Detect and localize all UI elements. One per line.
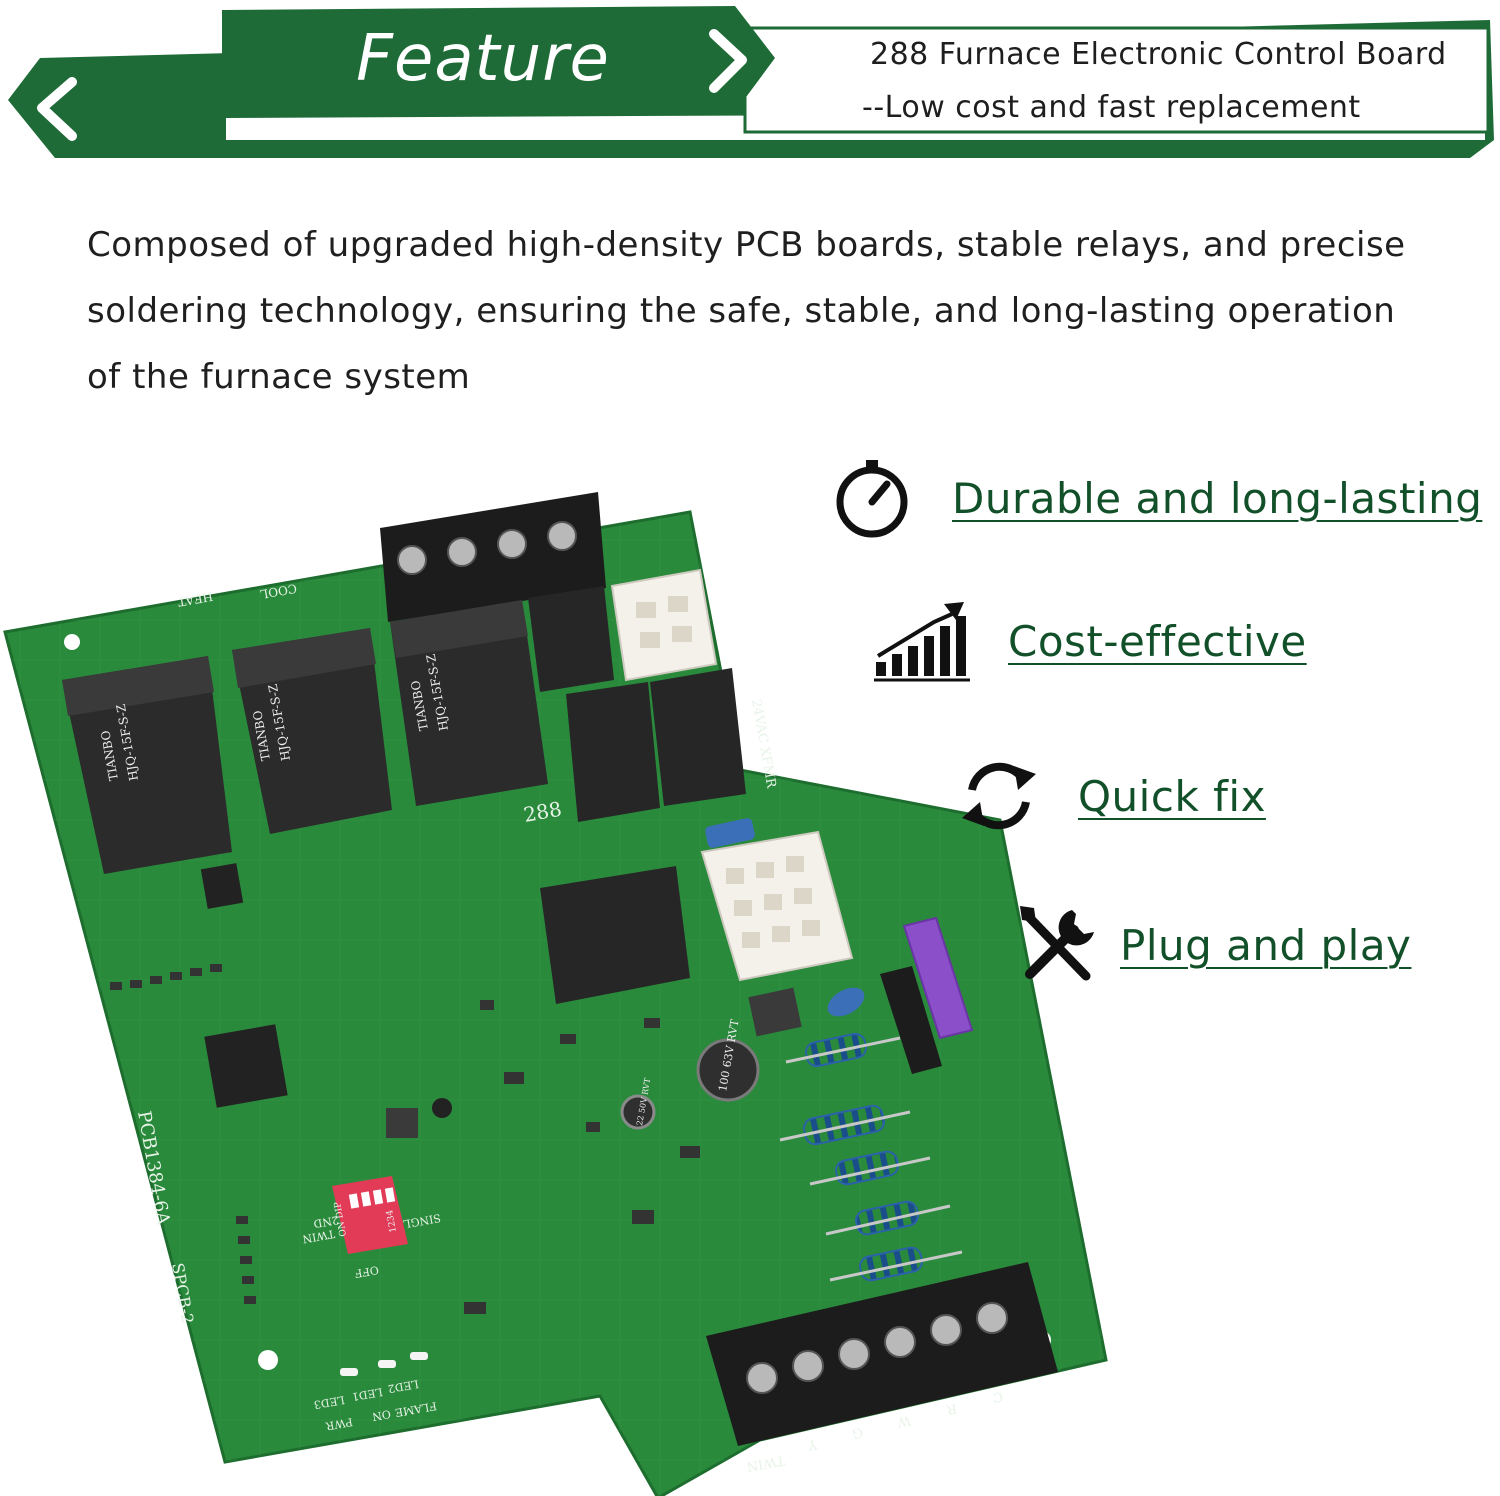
led-label: LED2 [387, 1377, 420, 1395]
feature-title: Feature [356, 22, 610, 96]
dip-switch [332, 1176, 408, 1254]
capacitor-large [696, 1038, 760, 1102]
banner-subtitle-product: 288 Furnace Electronic Control Board [870, 37, 1447, 72]
led-label: LED3 [313, 1393, 346, 1411]
capacitor-small [620, 1094, 656, 1130]
terminal-label: R [944, 1400, 957, 1417]
terminal-label: Y [806, 1436, 818, 1453]
silk-label: 2ND [312, 1213, 339, 1230]
relay-2 [232, 628, 392, 834]
bar-chart-icon [874, 602, 970, 682]
chevron-left-icon [37, 77, 77, 141]
feature-quick-fix: Quick fix [956, 756, 1266, 836]
relay-3 [390, 600, 548, 806]
product-description: Composed of upgraded high-density PCB bo… [87, 212, 1447, 410]
control-board-image: 288 PCB1384-6A SPCB-2 24VAC XFMR HEAT CO… [3, 492, 1108, 1496]
terminal-label: C [991, 1388, 1003, 1405]
tools-icon [1020, 906, 1094, 981]
feature-plug-and-play: Plug and play [1016, 904, 1411, 986]
relay-small-1 [528, 586, 614, 692]
description-line: of the furnace system [87, 357, 471, 397]
microcontroller [204, 1024, 288, 1108]
silk-label: HEAT [177, 589, 214, 609]
silk-label: OFF [353, 1263, 380, 1280]
relay-small-4 [540, 866, 690, 1004]
top-terminal-block [380, 492, 606, 622]
connector-6pin [610, 568, 718, 682]
fuse [902, 916, 974, 1040]
description-line: Composed of upgraded high-density PCB bo… [87, 225, 1406, 265]
feature-durable: Durable and long-lasting [832, 458, 1482, 538]
relay-small-3 [650, 668, 746, 806]
feature-banner [8, 6, 1494, 158]
power-resistors [779, 1032, 963, 1282]
led-label: PWR [324, 1415, 354, 1433]
led-label: LED1 [351, 1385, 384, 1403]
led-label: ON [371, 1407, 392, 1423]
bottom-terminal-block [706, 1262, 1058, 1446]
feature-label: Durable and long-lasting [952, 473, 1483, 523]
relay-1 [62, 656, 232, 874]
stopwatch-icon [836, 460, 908, 538]
silk-label: COOL [259, 581, 298, 601]
dip-switch-text: 1234 [385, 1209, 399, 1234]
description-line: soldering technology, ensuring the safe,… [87, 291, 1396, 331]
feature-label: Quick fix [1078, 771, 1266, 821]
feature-label: Cost-effective [1008, 616, 1307, 666]
banner-subtitle-tagline: --Low cost and fast replacement [862, 90, 1361, 125]
relay-small-2 [566, 682, 660, 822]
silk-label: TWIN [301, 1227, 336, 1246]
terminal-label: G [851, 1424, 864, 1441]
terminal-label: TWIN [745, 1452, 786, 1473]
feature-cost-effective: Cost-effective [872, 600, 1307, 682]
refresh-icon [962, 762, 1036, 830]
feature-label: Plug and play [1120, 920, 1412, 970]
chevron-right-icon [709, 29, 747, 93]
terminal-label: W [896, 1412, 912, 1429]
